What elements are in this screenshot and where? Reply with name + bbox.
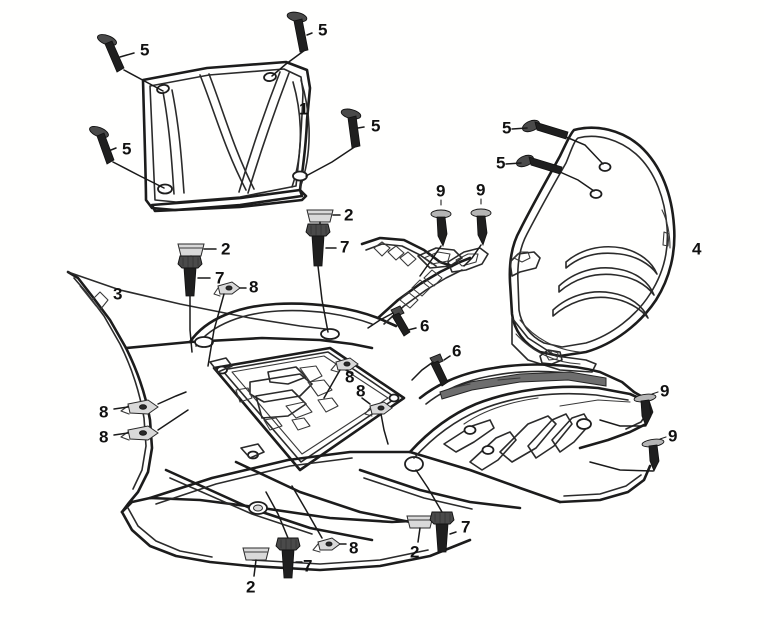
callout-label-9: 9 [660, 381, 669, 400]
callout-label-2: 2 [246, 577, 255, 596]
callout-label-7: 7 [340, 237, 349, 256]
callout-label-5: 5 [140, 40, 149, 59]
callout-label-5: 5 [371, 116, 380, 135]
callout-label-1: 1 [299, 99, 308, 118]
callout-label-8: 8 [349, 538, 358, 557]
callout-label-4: 4 [692, 239, 702, 258]
part-3-floorboard [66, 247, 654, 572]
callout-label-5: 5 [318, 20, 327, 39]
fastener-6-mid [411, 353, 451, 387]
callout-label-8: 8 [99, 427, 108, 446]
fastener-2-bottom-center [406, 515, 434, 543]
fastener-8-bottom [291, 485, 347, 553]
callout-label-7: 7 [215, 268, 224, 287]
fastener-5-cover-upper [511, 119, 604, 165]
callout-label-5: 5 [122, 139, 131, 158]
part-4-side-cover [508, 126, 676, 373]
callout-label-2: 2 [410, 542, 419, 561]
callout-label-9: 9 [476, 180, 485, 199]
fastener-2-bottom-left [242, 547, 270, 577]
fastener-7-mid-left [177, 255, 211, 353]
callout-label-9: 9 [436, 181, 445, 200]
callout-label-8: 8 [356, 381, 365, 400]
callout-label-5: 5 [502, 118, 511, 137]
callout-label-9: 9 [668, 426, 677, 445]
callout-labels: 5 5 1 5 5 5 5 4 9 9 2 7 2 7 8 3 6 6 8 8 … [99, 20, 702, 596]
fastener-8-right-upper [323, 357, 359, 399]
callout-label-3: 3 [113, 284, 122, 303]
part-1-carrier-grid [141, 60, 312, 213]
fastener-5-top-right [271, 11, 313, 77]
fastener-8-mid [207, 281, 247, 367]
callout-label-2: 2 [344, 205, 353, 224]
callout-label-6: 6 [452, 341, 461, 360]
fastener-8-right-lower [361, 397, 393, 445]
callout-label-8: 8 [99, 402, 108, 421]
fastener-5-top-left [97, 34, 164, 92]
part-3-upper-tongue [360, 236, 463, 269]
fastener-5-bottom-left [89, 125, 165, 189]
callout-label-7: 7 [303, 556, 312, 575]
fastener-7-center [305, 223, 337, 333]
fastener-5-right [305, 108, 365, 177]
callout-label-5: 5 [496, 153, 505, 172]
callout-label-2: 2 [221, 239, 230, 258]
fastener-5-cover-lower [505, 154, 595, 192]
fastener-9-right-lower [589, 436, 667, 472]
fastener-8-left-upper [113, 391, 187, 415]
callout-label-6: 6 [420, 316, 429, 335]
fastener-6-upper [367, 305, 417, 337]
callout-label-8: 8 [249, 277, 258, 296]
fastener-8-left-lower [113, 409, 189, 441]
callout-label-7: 7 [461, 517, 470, 536]
fastener-9-upper-left [419, 199, 452, 277]
fastener-9-right-upper [599, 391, 659, 427]
fastener-7-bottom-left [265, 491, 303, 579]
callout-label-8: 8 [345, 367, 354, 386]
fastener-9-upper-right [463, 198, 492, 267]
fastener-7-bottom-center [415, 469, 457, 553]
